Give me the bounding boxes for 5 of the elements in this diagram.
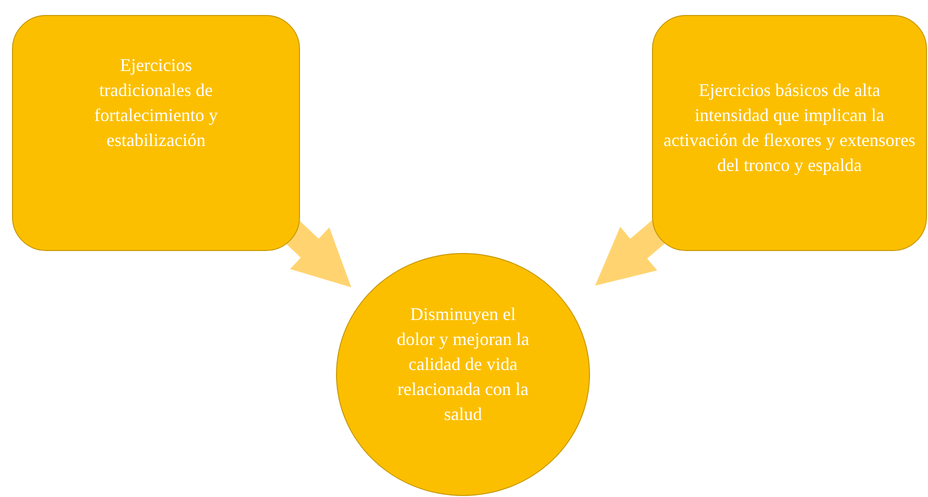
process-box xyxy=(12,15,300,251)
node-text: Ejercicios básicos de alta intensidad que implican la activación de flexores y extensores del tronco y espalda xyxy=(663,79,916,177)
process-box xyxy=(652,15,927,251)
node-text: Disminuyen el dolor y mejoran la calidad de vida relacionada con la salud xyxy=(396,303,530,426)
node-text: Ejercicios tradicionales de fortalecimiento y estabilización xyxy=(93,54,219,152)
